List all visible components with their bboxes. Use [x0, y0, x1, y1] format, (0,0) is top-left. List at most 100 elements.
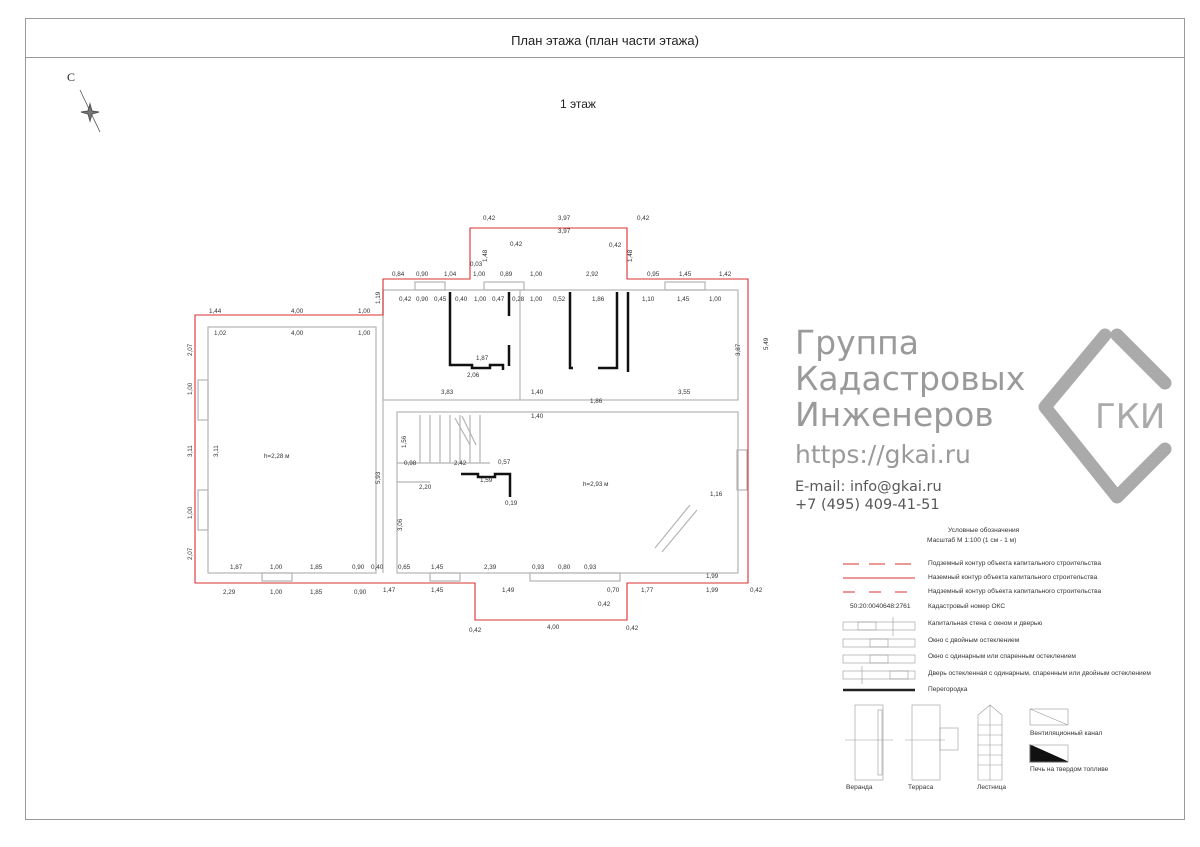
dimension-label: 0,90 — [354, 589, 367, 596]
dimension-label: 0,42 — [483, 215, 496, 222]
room-height-label: h=2,28 м — [264, 453, 290, 460]
dimension-label: 2,29 — [223, 589, 236, 596]
watermark-line: Кадастровых — [795, 359, 1026, 398]
dimension-label: 1,00 — [530, 296, 543, 303]
legend-title: Условные обозначения — [948, 527, 1020, 534]
dimension-label: 4,00 — [291, 330, 304, 337]
dimension-label: 2,06 — [467, 372, 480, 379]
dimension-label: 1,16 — [710, 491, 723, 498]
legend-item: Надземный контур объекта капитального ст… — [928, 588, 1102, 595]
dimension-label: 0,42 — [510, 241, 523, 248]
dimension-label: 5,49 — [763, 337, 770, 350]
dimension-label: 1,00 — [187, 382, 194, 395]
dimension-label: 0,98 — [404, 460, 417, 467]
dimension-label: 1,99 — [706, 587, 719, 594]
dimension-label: 1,42 — [719, 271, 732, 278]
dimension-label: 1,47 — [383, 587, 396, 594]
dimension-label: 0,42 — [598, 601, 611, 608]
dimension-label: 0,40 — [455, 296, 468, 303]
dimension-label: 3,55 — [678, 389, 691, 396]
dimension-label: 1,00 — [473, 271, 486, 278]
legend-graphics — [842, 563, 1069, 781]
dimension-label: 0,47 — [492, 296, 505, 303]
dimension-label: 0,45 — [434, 296, 447, 303]
dimension-label: 0,57 — [498, 459, 511, 466]
legend-veranda-label: Веранда — [846, 784, 873, 791]
dimension-label: 1,44 — [209, 308, 222, 315]
partitions — [448, 292, 630, 497]
walls — [197, 281, 748, 582]
dimension-label: 1,48 — [627, 249, 634, 262]
dimension-label: 1,77 — [641, 587, 654, 594]
dimension-label: 1,59 — [480, 477, 493, 484]
dimension-label: 1,00 — [530, 271, 543, 278]
dimension-label: 2,07 — [187, 343, 194, 356]
dimension-label: 0,84 — [392, 271, 405, 278]
dimension-label: 0,40 — [371, 564, 384, 571]
dimension-label: 1,45 — [431, 587, 444, 594]
compass-rose-icon — [79, 89, 101, 133]
contact-info: E-mail: info@gkai.ru +7 (495) 409-41-51 — [795, 478, 942, 514]
dimension-label: 1,56 — [401, 435, 408, 448]
dimension-label: 1,45 — [431, 564, 444, 571]
dimension-label: 1,48 — [482, 249, 489, 262]
dimension-label: 0,89 — [500, 271, 513, 278]
dimension-label: 3,11 — [187, 445, 194, 457]
dimension-label: 1,00 — [474, 296, 487, 303]
dimension-label: 1,40 — [531, 389, 544, 396]
dimension-label: 0,93 — [532, 564, 545, 571]
dimension-label: 0,70 — [607, 587, 620, 594]
dimension-label: 2,39 — [484, 564, 497, 571]
watermark-line: Группа — [795, 323, 919, 362]
dimension-label: 3,97 — [558, 228, 571, 235]
sheet-frame — [25, 18, 1185, 820]
dimension-label: 1,10 — [642, 296, 655, 303]
dimension-label: 0,93 — [584, 564, 597, 571]
dimension-label: 1,87 — [476, 355, 489, 362]
dimension-label: 0,28 — [512, 296, 525, 303]
dimension-label: 0,95 — [647, 271, 660, 278]
ground-contour-outline — [194, 227, 749, 621]
dimension-label: 0,42 — [469, 627, 482, 634]
company-logo: ГКИ — [1038, 328, 1172, 504]
dimension-label: 0,80 — [558, 564, 571, 571]
legend-item: Капитальная стена с окном и дверью — [928, 620, 1043, 627]
dimension-label: 3,11 — [213, 445, 220, 457]
dimension-labels: 0,42 3,97 0,42 3,97 0,42 0,42 1,48 1,48 … — [187, 215, 770, 634]
dimension-label: 2,07 — [187, 547, 194, 560]
contact-email: E-mail: info@gkai.ru — [795, 479, 942, 495]
floor-label: 1 этаж — [560, 97, 596, 111]
legend-terrace-label: Терраса — [908, 784, 934, 791]
dimension-label: 0,90 — [416, 296, 429, 303]
legend-item: Наземный контур объекта капитального стр… — [928, 574, 1098, 581]
dimension-label: 1,04 — [444, 271, 457, 278]
dimension-label: 1,99 — [706, 573, 719, 580]
dimension-label: 3,06 — [397, 518, 404, 531]
dimension-label: 0,03 — [470, 261, 483, 268]
room-height-label: h=2,93 м — [583, 481, 609, 488]
dimension-label: 0,90 — [416, 271, 429, 278]
legend-scale: Масштаб М 1:100 (1 см - 1 м) — [927, 537, 1017, 544]
contact-phone: +7 (495) 409-41-51 — [795, 497, 940, 513]
legend-item: Дверь остекленная с одинарным, спаренным… — [928, 670, 1151, 677]
legend-item: Окно с двойным остеклением — [928, 637, 1020, 644]
dimension-label: 1,00 — [270, 589, 283, 596]
dimension-label: 1,00 — [187, 506, 194, 519]
dimension-label: 1,00 — [358, 330, 371, 337]
dimension-label: 4,00 — [291, 308, 304, 315]
watermark-line: Инженеров — [795, 395, 994, 434]
dimension-label: 3,97 — [558, 215, 571, 222]
dimension-label: 0,42 — [609, 242, 622, 249]
dimension-label: 2,92 — [586, 271, 599, 278]
dimension-label: 1,19 — [375, 291, 382, 304]
legend-stove-label: Печь на твердом топливе — [1030, 766, 1109, 773]
dimension-label: 1,85 — [310, 564, 323, 571]
dimension-label: 1,00 — [358, 308, 371, 315]
dimension-label: 0,65 — [398, 564, 411, 571]
dimension-label: 0,42 — [750, 587, 763, 594]
legend-item: Окно с одинарным или спаренным остеклени… — [928, 653, 1076, 660]
dimension-label: 1,45 — [677, 296, 690, 303]
dimension-label: 2,42 — [454, 460, 467, 467]
legend-stairs-label: Лестница — [977, 784, 1007, 791]
dimension-label: 0,42 — [637, 215, 650, 222]
